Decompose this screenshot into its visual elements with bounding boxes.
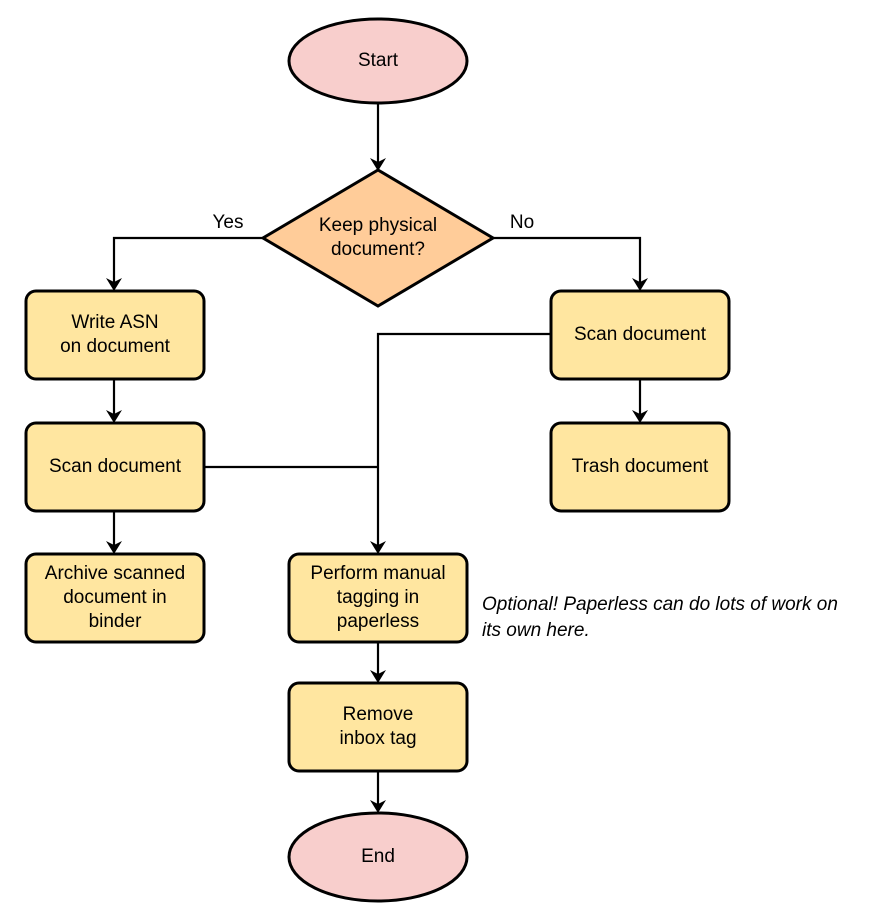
annotation-layer: Optional! Paperless can do lots of work … xyxy=(482,594,838,641)
annotation-line: Optional! Paperless can do lots of work … xyxy=(482,594,838,615)
edge-line xyxy=(493,236,642,284)
node-label-line: Keep physical xyxy=(319,215,437,236)
node-label-line: on document xyxy=(60,336,171,357)
node-label: Scan document xyxy=(49,456,182,477)
arrowhead-icon xyxy=(106,541,122,554)
arrowhead-icon xyxy=(632,410,648,423)
node-label-line: paperless xyxy=(337,611,419,632)
process-shape xyxy=(24,289,206,381)
process-shape xyxy=(24,421,206,513)
edge-line xyxy=(112,236,263,284)
annotation-optional-note: Optional! Paperless can do lots of work … xyxy=(482,594,838,641)
node-archive-scanned-document-in-binder[interactable]: Archive scanned document in binder xyxy=(24,552,206,644)
node-label-line: Trash document xyxy=(572,456,709,477)
node-label-line: Remove xyxy=(343,704,414,725)
edge-write-asn-to-scan-document-left xyxy=(106,379,122,423)
node-label-line: Perform manual xyxy=(310,563,445,584)
edge-layer: Yes No xyxy=(106,103,648,813)
node-label-line: binder xyxy=(89,611,142,632)
edge-scan-document-right-to-manual-tagging xyxy=(370,332,551,554)
edge-scan-document-right-to-trash xyxy=(632,379,648,423)
edge-scan-document-left-to-archive xyxy=(106,511,122,554)
node-scan-document-right[interactable]: Scan document xyxy=(549,289,731,381)
arrowhead-icon xyxy=(370,158,386,171)
node-start[interactable]: Start xyxy=(287,17,469,105)
edge-manual-tagging-to-remove-inbox-tag xyxy=(370,642,386,683)
edge-start-to-decision xyxy=(370,103,386,171)
process-shape xyxy=(24,552,206,644)
node-label-line: Scan document xyxy=(49,456,182,477)
node-remove-inbox-tag[interactable]: Remove inbox tag xyxy=(287,681,469,773)
node-label: Write ASN on document xyxy=(60,312,171,357)
node-label: End xyxy=(361,846,395,867)
node-label: Trash document xyxy=(572,456,709,477)
node-label-line: document? xyxy=(331,239,425,260)
arrowhead-icon xyxy=(632,278,648,291)
node-label-line: Archive scanned xyxy=(45,563,185,584)
node-label-line: tagging in xyxy=(337,587,419,608)
node-label-line: inbox tag xyxy=(339,728,416,749)
node-label-line: Scan document xyxy=(574,324,707,345)
edge-decision-no-to-scan-document-right: No xyxy=(493,212,648,291)
node-label-line: document in xyxy=(63,587,167,608)
process-shape xyxy=(287,552,469,644)
node-write-asn-on-document[interactable]: Write ASN on document xyxy=(24,289,206,381)
node-label: Keep physical document? xyxy=(319,215,437,260)
node-end[interactable]: End xyxy=(287,811,469,903)
edge-decision-yes-to-write-asn: Yes xyxy=(106,212,263,291)
edge-line xyxy=(376,332,551,547)
node-label: Perform manual tagging in paperless xyxy=(310,563,445,632)
annotation-line: its own here. xyxy=(482,620,590,641)
edge-label: Yes xyxy=(213,212,244,233)
process-shape xyxy=(287,681,469,773)
arrowhead-icon xyxy=(370,800,386,813)
node-label-line: End xyxy=(361,846,395,867)
arrowhead-icon xyxy=(370,670,386,683)
edge-remove-inbox-tag-to-end xyxy=(370,771,386,813)
node-label-line: Start xyxy=(358,50,399,71)
process-shape xyxy=(549,289,731,381)
arrowhead-icon xyxy=(106,410,122,423)
arrowhead-icon xyxy=(370,541,386,554)
node-label: Start xyxy=(358,50,399,71)
node-keep-physical-document[interactable]: Keep physical document? xyxy=(260,168,496,308)
edge-label: No xyxy=(510,212,534,233)
terminator-shape xyxy=(287,17,469,105)
node-label: Remove inbox tag xyxy=(339,704,416,749)
node-label: Scan document xyxy=(574,324,707,345)
terminator-shape xyxy=(287,811,469,903)
node-label: Archive scanned document in binder xyxy=(45,563,185,632)
node-perform-manual-tagging-in-paperless[interactable]: Perform manual tagging in paperless xyxy=(287,552,469,644)
node-trash-document[interactable]: Trash document xyxy=(549,421,731,513)
process-shape xyxy=(549,421,731,513)
node-label-line: Write ASN xyxy=(71,312,158,333)
decision-shape xyxy=(260,168,496,308)
arrowhead-icon xyxy=(106,278,122,291)
node-scan-document-left[interactable]: Scan document xyxy=(24,421,206,513)
